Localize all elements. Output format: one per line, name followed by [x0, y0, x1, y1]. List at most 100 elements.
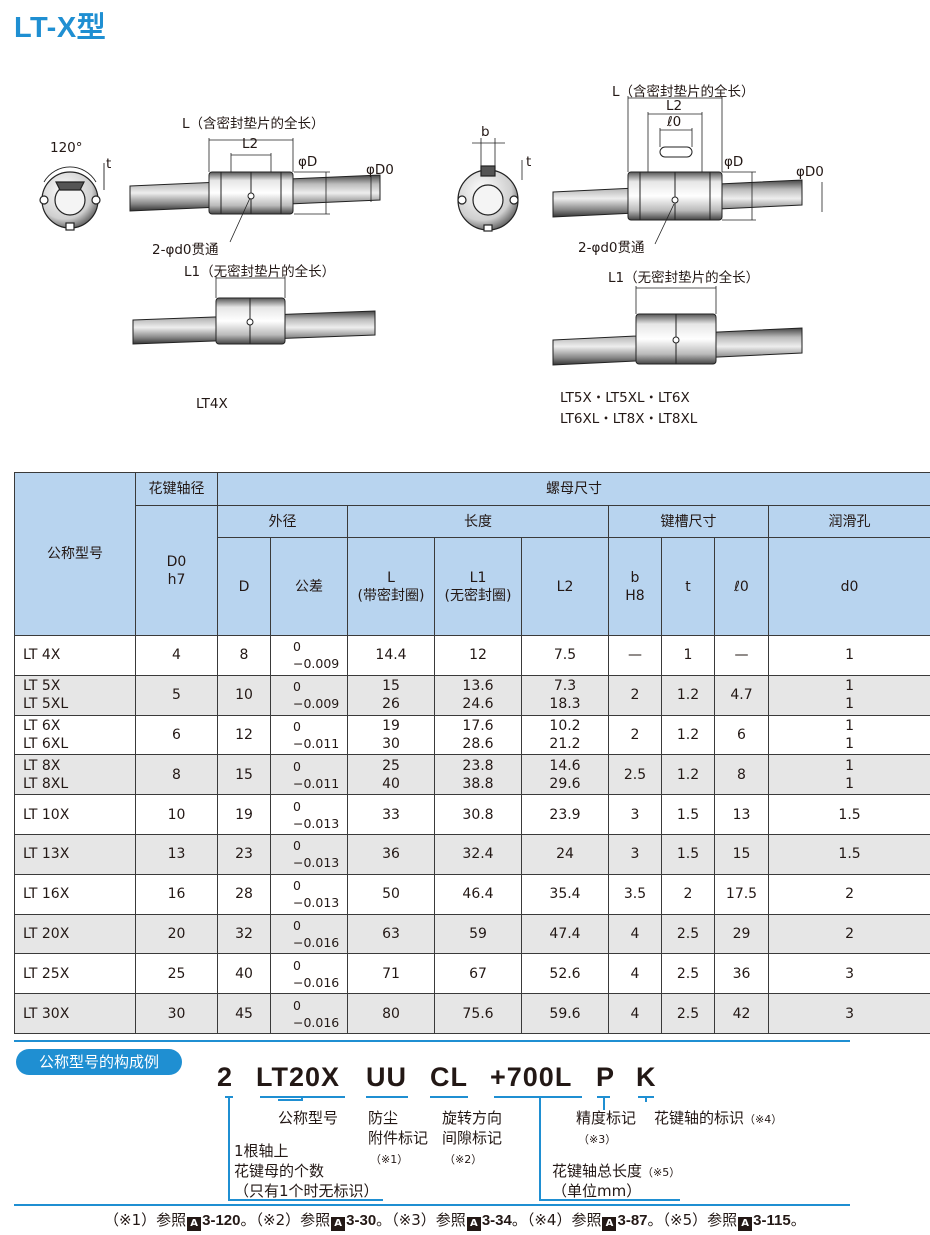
cell-model: LT 4X [14, 635, 136, 676]
cell-line: 0 [293, 798, 301, 814]
cell-line: 26 [382, 696, 400, 713]
label-cl-1: 旋转方向 [442, 1109, 503, 1127]
cell-model: LT 20X [14, 913, 136, 955]
cell-d: 12 [217, 714, 271, 756]
cell-line: −0.011 [293, 735, 340, 751]
header-L1-label: L1 [469, 569, 487, 586]
cell-d: 40 [217, 953, 271, 995]
cell-d: 45 [217, 993, 271, 1034]
header-L2: L2 [521, 537, 609, 636]
header-L1: L1 (无密封圈) [434, 537, 522, 636]
cell-line: 0 [293, 997, 301, 1013]
cell-d0: 1 [767, 635, 930, 676]
cell-l0: 36 [714, 953, 769, 995]
cell-b: 4 [608, 953, 662, 995]
header-L1-sub: (无密封圈) [444, 587, 512, 604]
cell-b: 3 [608, 833, 662, 875]
cell-l2: 7.5 [521, 635, 609, 676]
label-left-hole: 2-φd0贯通 [152, 242, 219, 258]
label-right-L: L（含密封垫片的全长） [612, 84, 755, 100]
cell-line: LT 13X [23, 846, 70, 863]
cell-line: 23.8 [462, 757, 494, 774]
code-uu: UU [366, 1062, 407, 1092]
section-rule-bottom [14, 1204, 850, 1206]
cell-d0: 30 [135, 993, 218, 1034]
label-right-l0: ℓ0 [667, 114, 682, 130]
code-len: +700L [490, 1062, 573, 1092]
cell-line: 46.4 [462, 886, 494, 903]
cell-d0: 25 [135, 953, 218, 995]
cell-line: −0.013 [293, 895, 340, 911]
cell-line: 0 [293, 957, 301, 973]
cell-line: LT 8XL [23, 775, 69, 792]
cell-model: LT 16X [14, 873, 136, 915]
section-rule-top [14, 1040, 850, 1042]
cell-model: LT 13X [14, 833, 136, 875]
cell-tol: 0−0.013 [270, 833, 348, 875]
label-p: 精度标记 [576, 1109, 637, 1127]
header-l0: ℓ0 [714, 537, 769, 636]
cell-line: 1.5 [838, 846, 861, 863]
cell-model: LT 10X [14, 794, 136, 835]
note-p: （※3） [578, 1133, 617, 1146]
cell-line: 28.6 [462, 735, 494, 752]
label-left-angle: 120° [50, 140, 83, 156]
cell-line: 10.2 [549, 717, 581, 734]
cell-line: 38.8 [462, 775, 494, 792]
cell-d0: 1.5 [767, 794, 930, 835]
header-D: D [217, 537, 271, 636]
cell-line: −0.016 [293, 934, 340, 950]
cell-line: LT 8X [23, 757, 61, 774]
dimension-drawings: L（含密封垫片的全长） L2 φD φD0 120° t 2-φd0贯通 L1（… [0, 40, 930, 460]
cell-line: 52.6 [549, 965, 581, 982]
cell-d0: 16 [135, 873, 218, 915]
cell-line: −0.009 [293, 696, 340, 712]
cell-line: 1 [845, 775, 855, 792]
cell-d0: 2 [767, 873, 930, 915]
cell-line: −0.016 [293, 1014, 340, 1030]
left-bottom-assembly [132, 276, 376, 345]
header-L: L (带密封圈) [347, 537, 435, 636]
drawing-lines [39, 96, 823, 366]
label-right-L2: L2 [666, 98, 683, 114]
ref-4-sep: 。 [647, 1211, 663, 1229]
ref-1-sep: 。 [240, 1211, 256, 1229]
cell-d0: 10 [135, 794, 218, 835]
header-b: b H8 [608, 537, 662, 636]
cell-line: 2 [845, 886, 855, 903]
cell-line: 59 [469, 925, 487, 942]
cell-l0: 15 [714, 833, 769, 875]
cell-d: 19 [217, 794, 271, 835]
cell-line: LT 6XL [23, 735, 69, 752]
left-top-assembly [129, 138, 381, 243]
cell-line: LT 30X [23, 1005, 70, 1022]
cell-line: LT 4X [23, 647, 61, 664]
cell-d0: 3 [767, 993, 930, 1034]
cell-line: LT 10X [23, 806, 70, 823]
cell-d0: 2 [767, 913, 930, 955]
cell-line: −0.013 [293, 815, 340, 831]
label-qty-3: （只有1个时无标识） [234, 1182, 379, 1200]
note-cl: （※2） [444, 1153, 483, 1166]
cell-line: LT 16X [23, 886, 70, 903]
cell-l1: 32.4 [434, 833, 522, 875]
cell-l0: 13 [714, 794, 769, 835]
cell-b: 2.5 [608, 754, 662, 796]
label-right-t: t [526, 154, 532, 170]
cell-l0: 29 [714, 913, 769, 955]
cell-l0: 42 [714, 993, 769, 1034]
cell-t: 1.5 [661, 794, 715, 835]
page-ref-icon: A [331, 1217, 346, 1231]
